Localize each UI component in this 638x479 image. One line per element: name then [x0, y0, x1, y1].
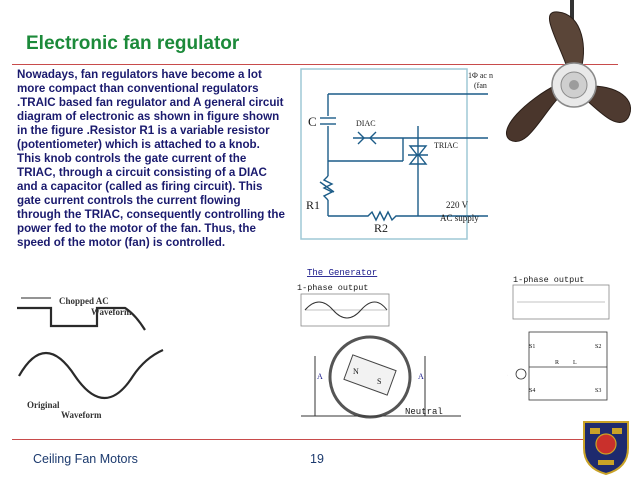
diac-label: DIAC	[356, 119, 376, 128]
generator-title: The Generator	[307, 268, 377, 278]
original-label-line1: Original	[27, 400, 60, 410]
neutral-label: Neutral	[405, 407, 443, 417]
triac-circuit-diagram: C DIAC TRIAC R1 R2 220 V AC supply 1Φ ac…	[300, 68, 493, 240]
load-l-label: L	[573, 360, 577, 366]
inverter-title: 1-phase output	[513, 275, 584, 285]
switch-s1-label: S1	[529, 344, 535, 350]
generator-phase-output: 1-phase output	[297, 283, 368, 293]
switch-s4-label: S4	[529, 388, 535, 394]
slide-title: Electronic fan regulator	[26, 33, 240, 54]
inverter-diagram: 1-phase output S1 S2 S3 S4 R L AC	[507, 275, 610, 401]
supply-label: AC supply	[440, 213, 479, 223]
generator-diagram: The Generator 1-phase output N S A A Neu…	[297, 268, 461, 419]
supply-voltage-label: 220 V	[446, 200, 469, 210]
footer-title: Ceiling Fan Motors	[33, 452, 138, 466]
r1-label: R1	[306, 198, 320, 212]
pole-right-label: A	[418, 372, 424, 381]
title-divider	[12, 64, 618, 65]
switch-s2-label: S2	[595, 344, 601, 350]
chopped-label-line2: Waveform	[91, 307, 132, 317]
university-crest-logo	[583, 421, 629, 476]
body-paragraph: Nowadays, fan regulators have become a l…	[17, 68, 285, 249]
page-number: 19	[310, 452, 324, 466]
rotor-n-label: N	[353, 367, 359, 376]
chopped-label-line1: Chopped AC	[59, 296, 109, 306]
load-r-label: R	[555, 360, 559, 366]
footer-divider	[12, 439, 618, 440]
triac-label: TRIAC	[434, 141, 458, 150]
waveform-diagram: Chopped AC Waveform Original Waveform	[17, 296, 164, 420]
load-sub-label: (fan	[474, 81, 487, 90]
load-label: 1Φ ac n	[468, 71, 493, 80]
rotor-s-label: S	[377, 377, 381, 386]
ceiling-fan-image	[506, 0, 631, 143]
original-label-line2: Waveform	[61, 410, 102, 420]
switch-s3-label: S3	[595, 388, 601, 394]
pole-left-label: A	[317, 372, 323, 381]
capacitor-label: C	[308, 114, 317, 129]
r2-label: R2	[374, 221, 388, 235]
